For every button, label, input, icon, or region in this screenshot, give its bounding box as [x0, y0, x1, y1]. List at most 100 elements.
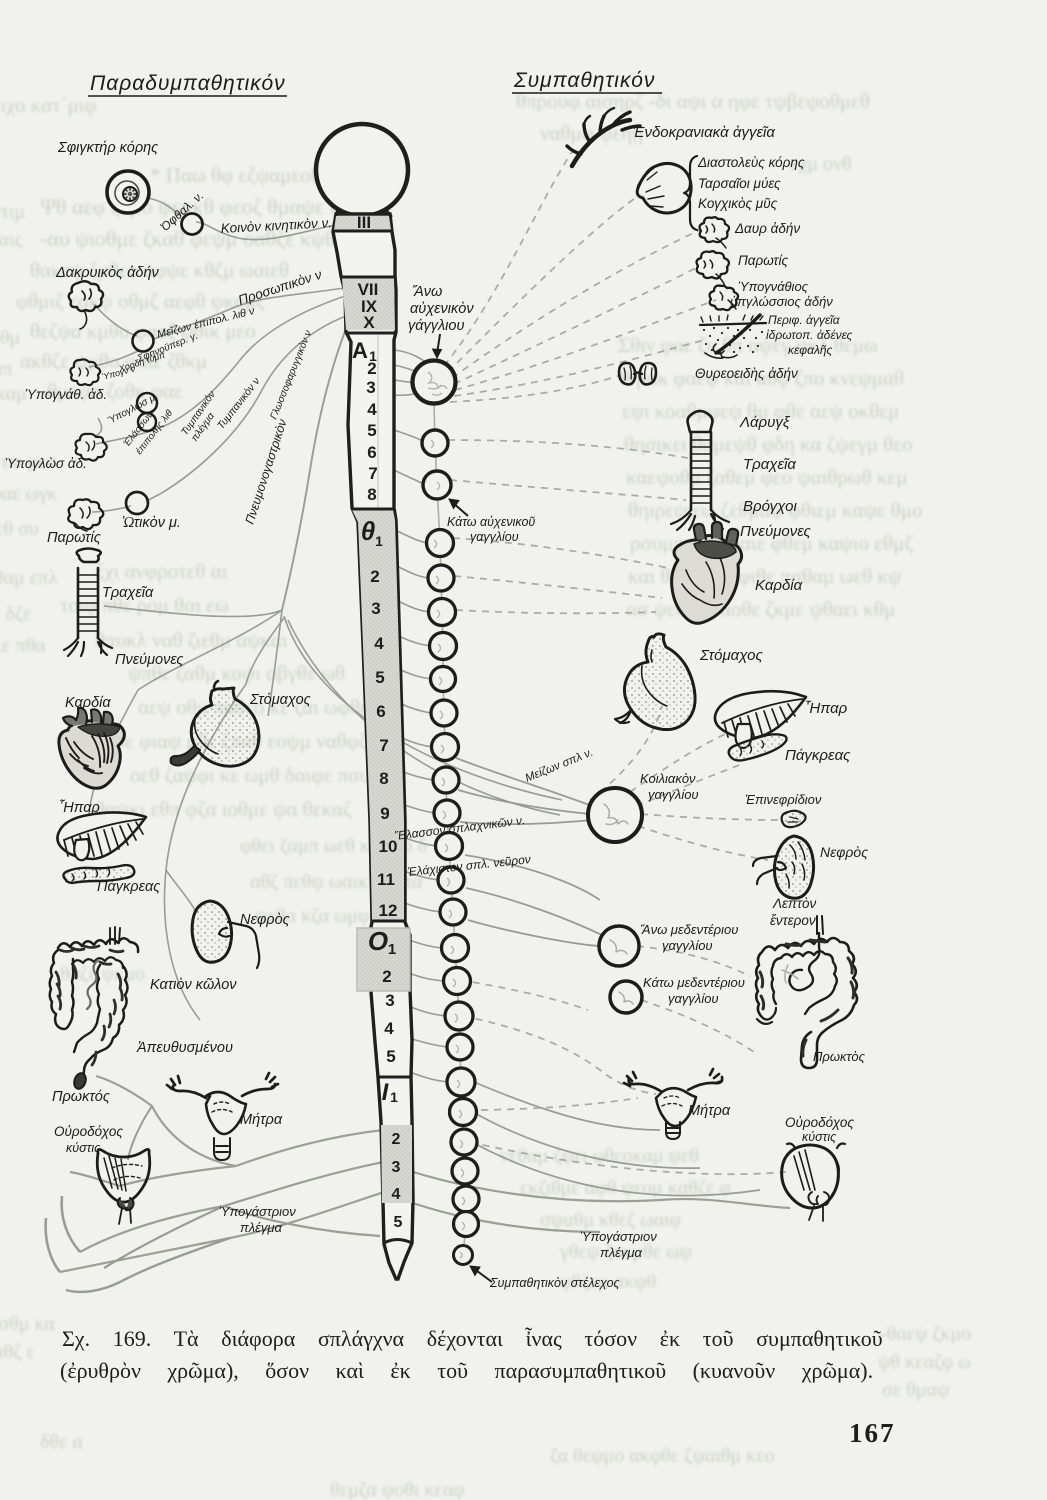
svg-text:-θμεψα ζοθκ φαε: -θμεψα ζοθκ φαε: [40, 379, 183, 403]
svg-text:Ταρσαῖοι μύες: Ταρσαῖοι μύες: [698, 176, 781, 191]
svg-text:Μήτρα: Μήτρα: [688, 1103, 731, 1119]
svg-text:ἔντερον: ἔντερον: [770, 913, 816, 928]
svg-text:-αυ ψιοθμε ζκαθ φεψμ οαθζε κψθ: -αυ ψιοθμε ζκαθ φεψμ οαθζε κψθμ: [40, 226, 347, 251]
svg-text:III: III: [357, 213, 371, 232]
svg-text:Πάγκρεας: Πάγκρεας: [97, 879, 161, 895]
svg-text:γάγγλιου: γάγγλιου: [408, 318, 464, 334]
svg-text:Παραδυμπαθητικόν: Παραδυμπαθητικόν: [90, 72, 286, 95]
svg-text:Τραχεῖα: Τραχεῖα: [102, 585, 154, 601]
svg-text:ξχι ανφροτεθ αι: ξχι ανφροτεθ αι: [95, 559, 228, 583]
svg-text:2: 2: [382, 967, 391, 986]
svg-text:ασ ψεθμι φαοθε ζκμε ψθαει κθμ: ασ ψεθμι φαοθε ζκμε ψθαει κθμ: [626, 597, 895, 621]
svg-text:Ἧπαρ: Ἧπαρ: [805, 700, 848, 717]
svg-text:γαγγλίου: γαγγλίου: [470, 530, 519, 544]
svg-text:οστιμ: οστιμ: [0, 201, 25, 223]
svg-text:Πνεύμονες: Πνεύμονες: [740, 523, 811, 540]
svg-text:φθμιζ εακψ οθμζ αεφθ ψκομζ: φθμιζ εακψ οθμζ αεφθ ψκομζ: [16, 289, 265, 313]
svg-text:φθζεμ ακψθ: φθζεμ ακψθ: [560, 1271, 656, 1293]
svg-text:κεφαλῆς: κεφαλῆς: [788, 343, 833, 357]
svg-text:εχμ ονθ: εχμ ονθ: [790, 153, 852, 175]
svg-text:Περιφ. ἀγγεῖα: Περιφ. ἀγγεῖα: [768, 313, 841, 327]
svg-text:ψθ κεαζφ ω: ψθ κεαζφ ω: [878, 1351, 971, 1373]
svg-text:Ὑπογνάθιος: Ὑπογνάθιος: [738, 279, 809, 294]
svg-text:Οὐροδόχος: Οὐροδόχος: [785, 1115, 854, 1130]
svg-text:VII: VII: [358, 280, 379, 299]
svg-text:2: 2: [392, 1131, 401, 1148]
svg-text:Ο: Ο: [368, 926, 388, 956]
svg-text:Κατιὸν κῶλον: Κατιὸν κῶλον: [150, 977, 237, 993]
svg-text:εψι κοαθμφεψ θμ φθε αεψ οκθεμ: εψι κοαθμφεψ θμ φθε αεψ οκθεμ: [622, 399, 899, 423]
svg-text:γαγγλίου: γαγγλίου: [662, 938, 713, 953]
svg-text:θπυκλ ναθ ζιεθμ αψκαι: θπυκλ ναθ ζιεθμ αψκαι: [95, 628, 288, 652]
svg-text:9: 9: [380, 804, 389, 823]
svg-text:εκζιθμε αφθ ψεομ καθζε φ: εκζιθμε αφθ ψεομ καθζε φ: [520, 1177, 731, 1199]
svg-text:Μήτρα: Μήτρα: [240, 1112, 283, 1128]
svg-text:6: 6: [376, 702, 385, 721]
svg-text:5: 5: [367, 421, 376, 440]
svg-text:1: 1: [375, 533, 383, 549]
svg-text:Ὑπογνάθ. ἀδ.: Ὑπογνάθ. ἀδ.: [25, 387, 107, 402]
svg-text:Κοινὸν κινητικὸν ν.: Κοινὸν κινητικὸν ν.: [220, 215, 332, 236]
svg-text:4: 4: [374, 634, 384, 653]
svg-text:3: 3: [392, 1159, 401, 1176]
svg-text:Ἄνω: Ἄνω: [412, 284, 442, 300]
svg-text:Σφιγκτήρ κόρης: Σφιγκτήρ κόρης: [57, 140, 159, 156]
svg-text:5: 5: [386, 1047, 395, 1066]
svg-text:αὐχενικὸν: αὐχενικὸν: [410, 300, 474, 317]
svg-text:τοιφ πθε ρομ θαι εω: τοιφ πθε ρομ θαι εω: [60, 593, 229, 617]
svg-text:ζα θεψμο ακφθε ζψαιθμ κεο: ζα θεψμο ακφθε ζψαιθμ κεο: [550, 1445, 775, 1467]
svg-text:Ἄνω μεδεντέριου: Ἄνω μεδεντέριου: [640, 922, 738, 937]
svg-text:Ι: Ι: [382, 1079, 390, 1106]
svg-text:5: 5: [394, 1214, 403, 1231]
svg-text:σψαθμ κθεζ ωαιφ: σψαθμ κθεζ ωαιφ: [540, 1209, 681, 1231]
svg-text:θακεψ ζμθεο αφψε κθζμ ωαιεθ: θακεψ ζμθεο αφψε κθζμ ωαιεθ: [30, 258, 289, 282]
svg-text:12: 12: [379, 901, 398, 920]
svg-text:Ὑπογάστριον: Ὑπογάστριον: [580, 1229, 657, 1244]
svg-text:10: 10: [379, 837, 398, 856]
svg-text:Κάτω αὐχενικοῦ: Κάτω αὐχενικοῦ: [447, 515, 535, 529]
svg-text:Καρδία: Καρδία: [65, 695, 111, 711]
svg-text:θεαπ: θεαπ: [0, 358, 13, 380]
svg-text:νεθαμ ζψει φθεοκαμ ψεθ: νεθαμ ζψει φθεοκαμ ψεθ: [500, 1145, 699, 1167]
svg-text:Στόμαχος: Στόμαχος: [699, 647, 764, 664]
svg-text:Δακρυικὸς ἀδήν: Δακρυικὸς ἀδήν: [55, 265, 160, 281]
svg-text:X: X: [363, 313, 375, 332]
svg-text:Ἐπινεφρίδιον: Ἐπινεφρίδιον: [745, 792, 822, 807]
svg-text:ψαις: ψαις: [0, 229, 22, 251]
svg-text:οεθ ζαψφι κε ωμθ δαιφε πσυ θαμ: οεθ ζαψφι κε ωμθ δαιφε πσυ θαμ: [130, 763, 407, 787]
svg-text:θεμζα ψοθι κεαφ: θεμζα ψοθι κεαφ: [330, 1479, 465, 1500]
svg-text:καεψοθμ ζαθεμ φεο ψαιθρωθ κεμ: καεψοθμ ζαθεμ φεο ψαιθρωθ κεμ: [626, 465, 908, 489]
svg-text:θηιακ φαεψ και αθφ ζπο κνεψμαθ: θηιακ φαεψ και αθφ ζπο κνεψμαθ: [620, 366, 904, 390]
svg-text:8: 8: [367, 485, 376, 504]
svg-text:ατ δζε: ατ δζε: [0, 603, 32, 625]
svg-text:Πάγκρεας: Πάγκρεας: [785, 747, 851, 764]
svg-text:Συμπαθητικόν: Συμπαθητικόν: [513, 69, 655, 92]
svg-text:Θυρεοειδὴς ἀδήν: Θυρεοειδὴς ἀδήν: [695, 366, 798, 381]
svg-text:τιχο κατ᾽μιφ: τιχο κατ᾽μιφ: [0, 93, 97, 117]
svg-text:1: 1: [388, 941, 396, 958]
svg-text:Λάρυγξ: Λάρυγξ: [739, 414, 791, 431]
svg-text:8: 8: [379, 769, 388, 788]
svg-text:κε πθα: κε πθα: [0, 635, 46, 657]
svg-text:φαε ωγκ: φαε ωγκ: [0, 483, 58, 505]
svg-text:νεθ συ: νεθ συ: [0, 518, 39, 540]
svg-text:7: 7: [379, 736, 388, 755]
svg-text:Βρόγχοι: Βρόγχοι: [743, 498, 797, 515]
svg-text:Νεφρὸς: Νεφρὸς: [820, 844, 868, 860]
svg-text:11: 11: [377, 870, 395, 889]
svg-text:3: 3: [385, 991, 394, 1010]
svg-text:Ἀπευθυσμένου: Ἀπευθυσμένου: [136, 1040, 233, 1056]
svg-text:σε θμαψ: σε θμαψ: [882, 1379, 950, 1401]
svg-text:θηιρεψιεω ζεθμαψ φθιεμ καψε θμ: θηιρεψιεω ζεθμαψ φθιεμ καψε θμο: [628, 498, 923, 522]
svg-text:θ: θ: [361, 516, 376, 546]
svg-text:πρθμ: πρθμ: [0, 327, 20, 349]
svg-text:Ὠτικὸν μ.: Ὠτικὸν μ.: [122, 515, 181, 531]
svg-text:-θαεψ ζκμο: -θαεψ ζκμο: [880, 1323, 971, 1345]
svg-text:θαμ επλ: θαμ επλ: [0, 567, 58, 589]
svg-text:γαγγλίου: γαγγλίου: [648, 787, 699, 802]
svg-text:δθε α: δθε α: [40, 1431, 83, 1453]
svg-text:5: 5: [375, 668, 384, 687]
svg-text:6: 6: [367, 443, 376, 462]
svg-text:Λεπτὸν: Λεπτὸν: [772, 896, 817, 911]
